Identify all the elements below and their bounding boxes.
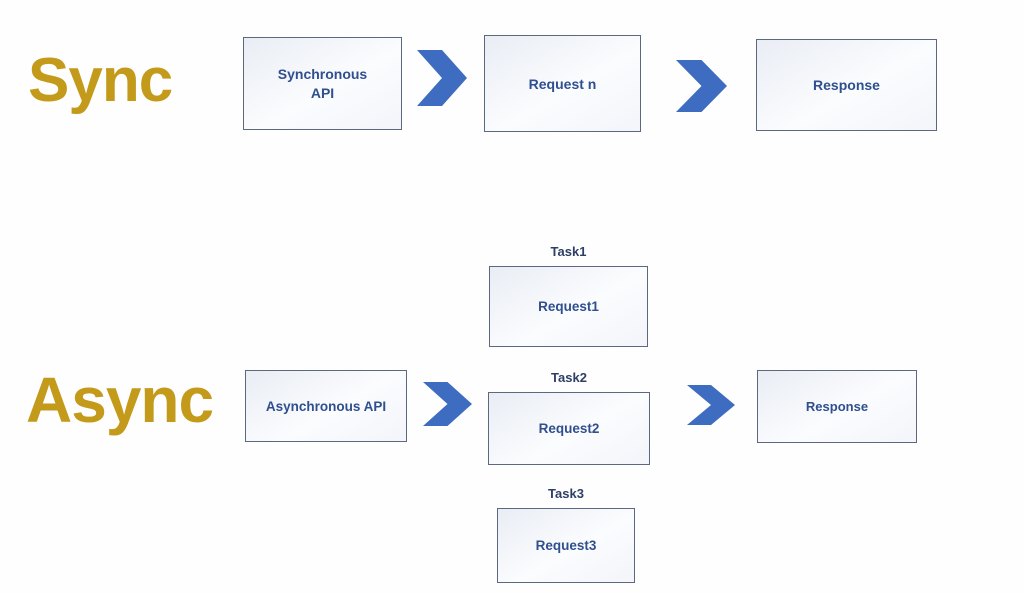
async-response-box: Response xyxy=(757,370,917,443)
chevron-right-icon xyxy=(423,382,472,426)
task1-request-label: Request1 xyxy=(538,299,599,314)
async-section-label: Async xyxy=(26,364,214,436)
sync-request-box: Request n xyxy=(484,35,641,132)
task1-group: Task1 Request1 xyxy=(489,244,648,347)
task3-title: Task3 xyxy=(548,486,584,501)
task3-request-label: Request3 xyxy=(535,538,597,553)
task2-request-label: Request2 xyxy=(538,421,600,436)
sync-section-label: Sync xyxy=(28,46,173,115)
chevron-right-icon xyxy=(676,60,727,112)
chevron-right-icon xyxy=(687,385,735,425)
asynchronous-api-box: Asynchronous API xyxy=(245,370,407,442)
chevron-right-icon xyxy=(417,50,467,106)
task2-request-box: Request2 xyxy=(488,392,650,465)
synchronous-api-box: Synchronous API xyxy=(243,37,402,130)
synchronous-api-label: Synchronous API xyxy=(277,66,368,101)
task1-title: Task1 xyxy=(550,244,587,259)
sync-response-box: Response xyxy=(756,39,937,131)
sync-request-label: Request n xyxy=(528,75,597,92)
sync-response-label: Response xyxy=(813,77,880,93)
task1-request-box: Request1 xyxy=(489,266,648,347)
task2-title: Task2 xyxy=(551,370,587,385)
task3-request-box: Request3 xyxy=(497,508,635,583)
asynchronous-api-label: Asynchronous API xyxy=(265,398,387,414)
task3-group: Task3 Request3 xyxy=(497,486,635,583)
async-response-label: Response xyxy=(805,399,869,414)
task2-group: Task2 Request2 xyxy=(488,370,650,465)
